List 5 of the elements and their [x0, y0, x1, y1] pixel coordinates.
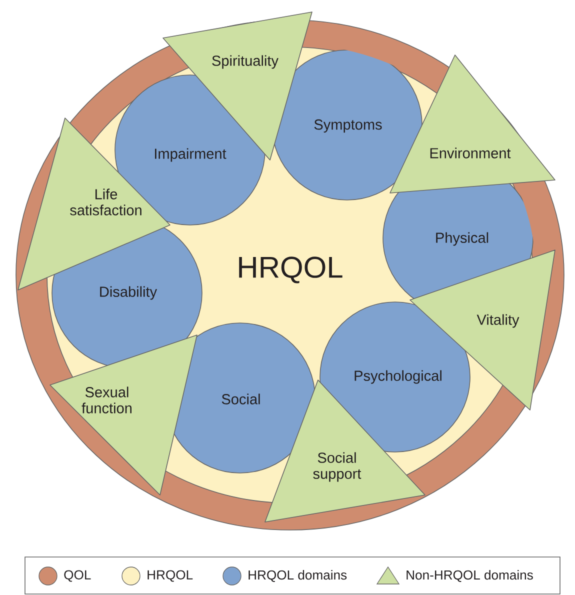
legend-label: HRQOL domains: [248, 570, 347, 582]
legend-label: HRQOL: [148, 570, 193, 582]
domain-triangle: Environment: [390, 54, 556, 194]
legend-label: QOL: [64, 570, 91, 582]
legend-label: Non-HRQOL domains: [406, 570, 533, 582]
